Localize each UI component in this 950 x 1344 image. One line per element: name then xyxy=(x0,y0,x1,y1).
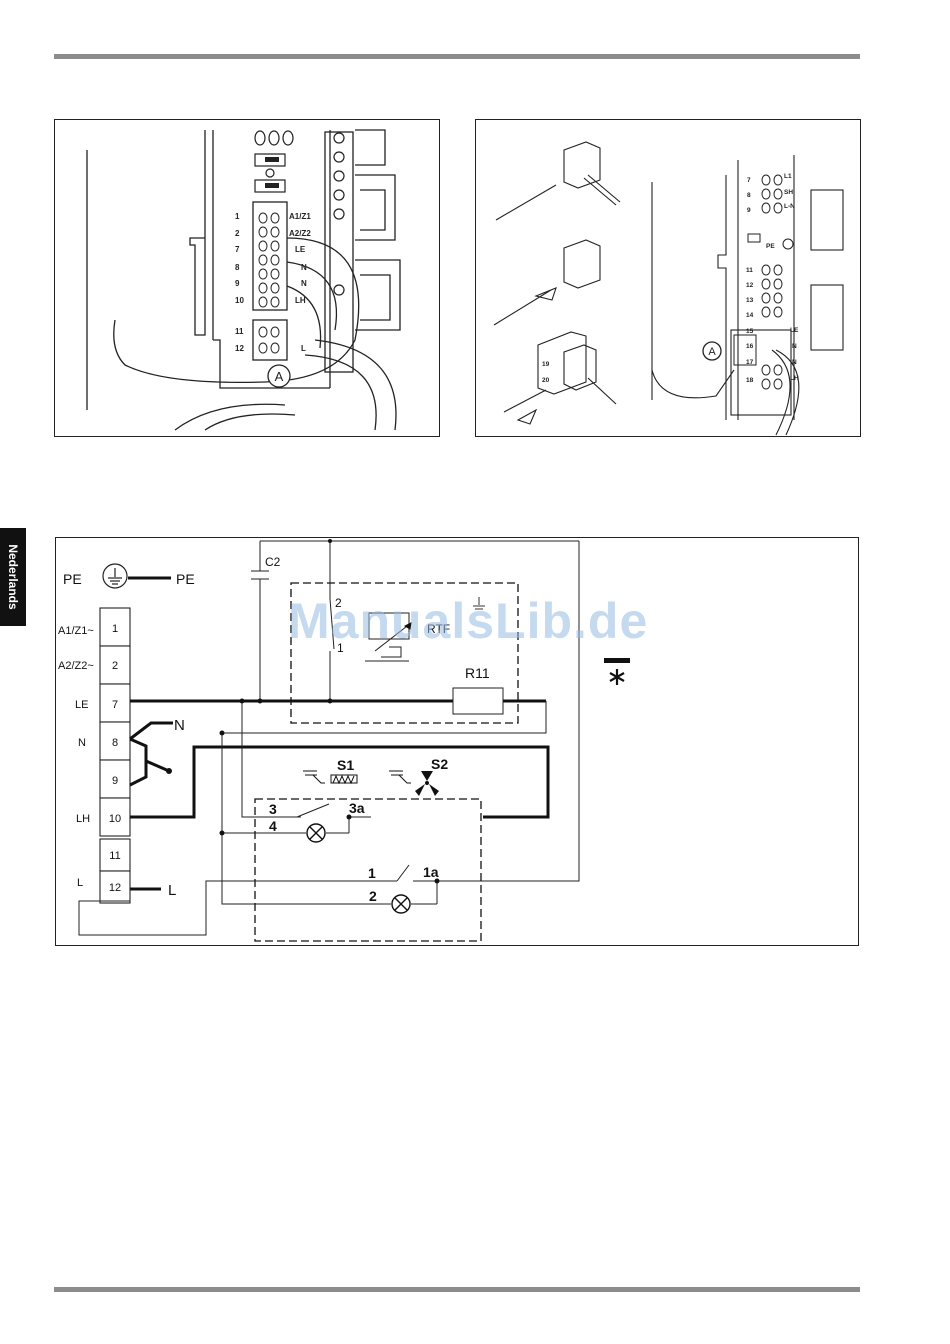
terminal-label: L-N xyxy=(784,203,795,210)
terminal-number: 11 xyxy=(235,327,244,336)
connector-label: 19 xyxy=(542,361,550,368)
language-tab-label: Nederlands xyxy=(6,544,20,609)
terminal-label: LE xyxy=(75,699,88,711)
contact-label: 1a xyxy=(423,864,439,880)
terminal-number: 2 xyxy=(112,660,118,672)
terminal-number: 14 xyxy=(746,312,754,319)
terminal-label: SH xyxy=(784,189,793,196)
terminal-label: LH xyxy=(76,813,90,825)
c2-label: C2 xyxy=(265,555,281,569)
top-rule xyxy=(54,54,860,59)
contact-label: 3 xyxy=(269,801,277,817)
s2-label: S2 xyxy=(431,756,448,772)
pe-label: PE xyxy=(63,571,82,587)
terminal-number: 7 xyxy=(235,245,240,254)
terminal-label: PE xyxy=(766,243,775,250)
connector-illustration: 19 20 7 8 9 11 12 13 14 15 16 17 18 L1 S… xyxy=(476,120,860,436)
wiring-schematic: PE PE 1 2 7 8 9 10 11 12 A1/Z1~ A2/Z2~ L… xyxy=(55,537,859,946)
contact-label: 2 xyxy=(369,888,377,904)
terminal-label: A2/Z2 xyxy=(289,229,311,238)
terminal-number: 8 xyxy=(747,192,751,199)
terminal-label: LH xyxy=(295,296,306,305)
pe-label: PE xyxy=(176,571,195,587)
terminal-number: 16 xyxy=(746,343,754,350)
rtf-label: RTF xyxy=(427,622,450,636)
callout-a: A xyxy=(708,346,716,358)
contact-label: 3a xyxy=(349,800,365,816)
lamp-icon xyxy=(392,895,410,913)
terminal-label: N xyxy=(301,279,307,288)
terminal-number: 11 xyxy=(746,267,753,274)
terminal-label: N xyxy=(792,343,797,350)
snowflake-icon xyxy=(610,669,624,685)
terminal-number: 8 xyxy=(235,263,240,272)
terminal-label: LH xyxy=(790,375,799,382)
terminal-label: A2/Z2~ xyxy=(58,660,94,672)
bottom-rule xyxy=(54,1287,860,1292)
terminal-number: 7 xyxy=(112,699,118,711)
terminal-number: 9 xyxy=(747,207,751,214)
terminal-label: L xyxy=(77,877,83,889)
wiring-diagram: PE PE 1 2 7 8 9 10 11 12 A1/Z1~ A2/Z2~ L… xyxy=(56,538,858,945)
callout-a: A xyxy=(275,369,284,384)
contact-label: 1 xyxy=(368,865,376,881)
s1-label: S1 xyxy=(337,757,354,773)
figure-terminal-strip-left: 1 2 7 8 9 10 11 12 A1/Z1 A2/Z2 LE N N LH… xyxy=(54,119,440,437)
terminal-number: 10 xyxy=(109,813,121,825)
terminal-number: 1 xyxy=(235,212,240,221)
connector-label: 20 xyxy=(542,377,550,384)
terminal-number: 12 xyxy=(235,344,244,353)
terminal-number: 1 xyxy=(112,623,118,635)
terminal-number: 12 xyxy=(746,282,754,289)
terminal-label: N xyxy=(78,737,86,749)
language-tab: Nederlands xyxy=(0,528,26,626)
rtf-contact-label: 2 xyxy=(335,596,342,610)
terminal-number: 9 xyxy=(112,775,118,787)
earth-icon xyxy=(473,597,485,609)
terminal-label: A1/Z1~ xyxy=(58,625,94,637)
lamp-icon xyxy=(307,824,325,842)
terminal-label: LE xyxy=(790,327,799,334)
terminal-number: 13 xyxy=(746,297,754,304)
terminal-number: 11 xyxy=(109,850,120,862)
terminal-strip-illustration: 1 2 7 8 9 10 11 12 A1/Z1 A2/Z2 LE N N LH… xyxy=(55,120,439,436)
terminal-label: LE xyxy=(295,245,306,254)
terminal-number: 10 xyxy=(235,296,244,305)
terminal-number: 7 xyxy=(747,177,751,184)
terminal-label: N xyxy=(301,263,307,272)
terminal-number: 12 xyxy=(109,882,121,894)
wire-n-label: N xyxy=(174,717,185,734)
terminal-label: L1 xyxy=(784,173,792,180)
rtf-contact-label: 1 xyxy=(337,641,344,655)
fan-icon xyxy=(415,771,439,796)
terminal-number: 15 xyxy=(746,328,754,335)
r11-label: R11 xyxy=(465,665,490,681)
wire-l-label: L xyxy=(168,882,176,899)
terminal-number: 8 xyxy=(112,737,118,749)
terminal-number: 9 xyxy=(235,279,240,288)
terminal-number: 2 xyxy=(235,229,240,238)
earth-icon xyxy=(103,564,127,588)
terminal-number: 17 xyxy=(746,359,754,366)
figure-connector-right: 19 20 7 8 9 11 12 13 14 15 16 17 18 L1 S… xyxy=(475,119,861,437)
terminal-label: N xyxy=(792,359,797,366)
terminal-number: 18 xyxy=(746,377,754,384)
terminal-label: A1/Z1 xyxy=(289,212,311,221)
terminal-label: L xyxy=(301,344,306,353)
contact-label: 4 xyxy=(269,818,277,834)
